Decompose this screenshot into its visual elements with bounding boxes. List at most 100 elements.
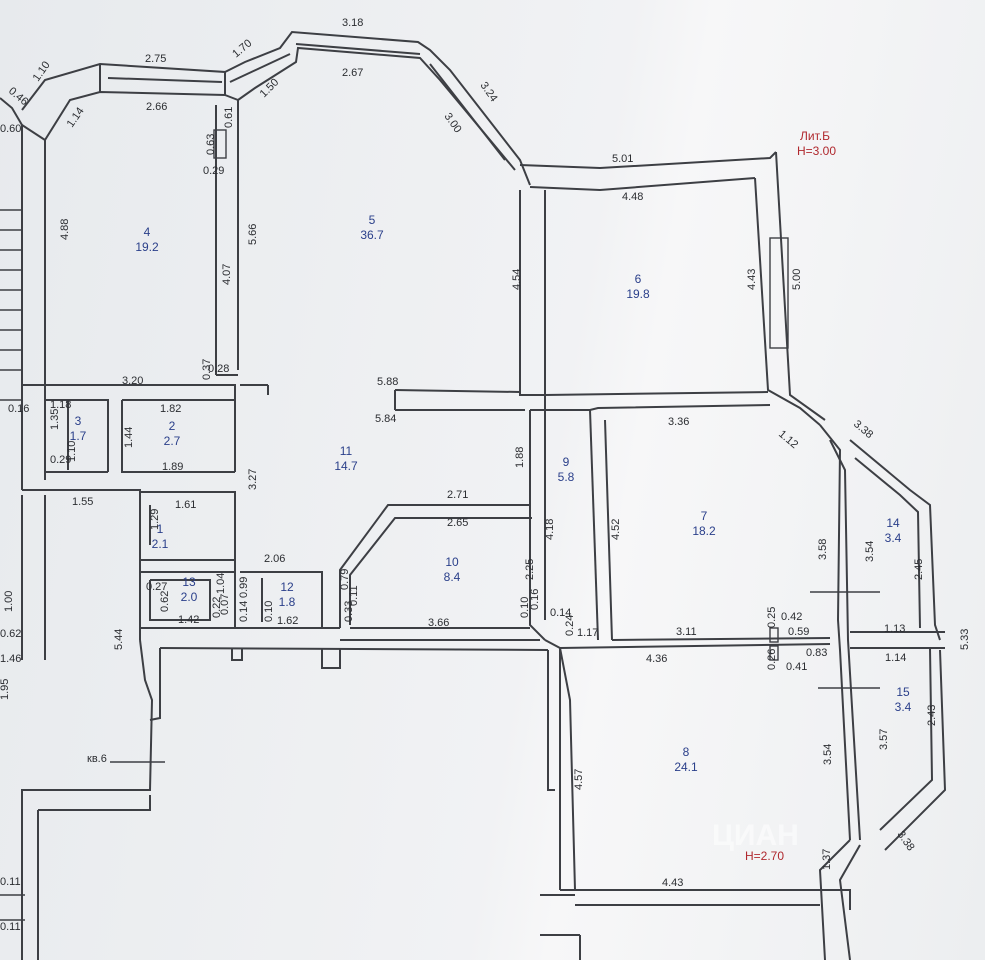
dimension: 1.10	[66, 441, 78, 462]
dimension: 0.37	[201, 359, 213, 380]
dimension: 2.25	[524, 559, 536, 580]
dimension: 3.54	[822, 744, 834, 765]
dimension: 0.33	[343, 601, 355, 622]
dimension: 0.11	[0, 876, 21, 888]
dimension: 1.82	[160, 403, 181, 415]
dimension: 1.70	[230, 37, 254, 60]
dimension: 0.62	[0, 628, 21, 640]
dimension: 0.27	[146, 581, 167, 593]
room-7-area: 18.2	[692, 524, 716, 538]
ceiling-height: H=3.00	[797, 144, 836, 158]
dimension-labels: 0.46 1.10 2.75 1.70 3.18 2.67 3.24 1.50 …	[0, 17, 971, 933]
dimension: 1.46	[0, 653, 21, 665]
dimension: 1.14	[65, 105, 87, 129]
building-letter: Лит.Б	[800, 129, 830, 143]
dimension: 1.42	[178, 614, 199, 626]
dimension: 2.06	[264, 553, 285, 565]
room-5-area: 36.7	[360, 228, 384, 242]
dimension: 5.44	[113, 629, 125, 650]
dimension: 4.43	[662, 877, 683, 889]
dimension: 3.66	[428, 617, 449, 629]
room-labels: 1 2.1 2 2.7 3 1.7 4 19.2 5 36.7 6 19.8 7…	[70, 213, 912, 774]
room-9-area: 5.8	[558, 470, 575, 484]
dimension: 0.16	[529, 589, 541, 610]
room-8-area: 24.1	[674, 760, 698, 774]
dimension: 2.71	[447, 489, 468, 501]
dimension: 1.18	[50, 399, 71, 411]
room-8-number: 8	[683, 745, 690, 759]
watermark-logo: ЦИАН	[712, 819, 799, 852]
room-6-area: 19.8	[626, 287, 650, 301]
room-11-area: 14.7	[334, 459, 358, 473]
dimension: 3.58	[817, 539, 829, 560]
room-4-number: 4	[144, 225, 151, 239]
dimension: 1.62	[277, 615, 298, 627]
room-4-area: 19.2	[135, 240, 159, 254]
room-15-area: 3.4	[895, 700, 912, 714]
dimension: 5.01	[612, 153, 633, 165]
dimension: 0.29	[203, 165, 224, 177]
dimension: 2.66	[146, 101, 167, 113]
dimension: 0.16	[8, 403, 29, 415]
dimension: 1.13	[884, 623, 905, 635]
dimension: 5.33	[959, 629, 971, 650]
dimension: 3.36	[668, 416, 689, 428]
dimension: 4.18	[544, 519, 556, 540]
dimension: 3.54	[864, 541, 876, 562]
room-3-number: 3	[75, 414, 82, 428]
room-9-number: 9	[563, 455, 570, 469]
dimension: 5.88	[377, 376, 398, 388]
room-2-area: 2.7	[164, 434, 181, 448]
dimension: 1.50	[258, 76, 282, 100]
dimension: 1.55	[72, 496, 93, 508]
dimension: 1.37	[821, 849, 833, 870]
room-10-area: 8.4	[444, 570, 461, 584]
dimension: 2.75	[145, 53, 166, 65]
room-6-number: 6	[635, 272, 642, 286]
room-10-number: 10	[445, 555, 459, 569]
dimension: 0.63	[205, 134, 217, 155]
dimension: 1.12	[776, 428, 800, 451]
dimension: 1.35	[49, 409, 61, 430]
room-1-area: 2.1	[152, 537, 169, 551]
dimension: 0.14	[550, 607, 571, 619]
room-5-number: 5	[369, 213, 376, 227]
dimension: 4.57	[573, 769, 585, 790]
dimension: 0.83	[806, 647, 827, 659]
dimension: 2.45	[913, 559, 925, 580]
dimension: 0.29	[50, 454, 71, 466]
dimension: 1.29	[149, 509, 161, 530]
room-7-number: 7	[701, 509, 708, 523]
room-2-number: 2	[169, 419, 176, 433]
dimension: 0.62	[159, 591, 171, 612]
dimension: 0.79	[339, 569, 351, 590]
dimension: 1.04	[215, 573, 227, 594]
room-3-area: 1.7	[70, 429, 87, 443]
dimension: 0.60	[0, 123, 21, 135]
dimension: 4.88	[59, 219, 71, 240]
room-11-number: 11	[340, 444, 353, 458]
room-15-number: 15	[896, 685, 910, 699]
dimension: 1.00	[3, 591, 15, 612]
dimension: 4.36	[646, 653, 667, 665]
dimension: 4.48	[622, 191, 643, 203]
apartment-label: кв.6	[87, 753, 107, 765]
room-13-area: 2.0	[181, 590, 198, 604]
dimension: 3.18	[342, 17, 363, 29]
dimension: 0.11	[0, 921, 21, 933]
dimension: 0.14	[238, 601, 250, 622]
dimension: 4.43	[746, 269, 758, 290]
dimension: 3.24	[478, 80, 500, 104]
dimension: 0.99	[238, 577, 250, 598]
dimension: 3.38	[851, 418, 875, 441]
room-14-area: 3.4	[885, 531, 902, 545]
room-13-number: 13	[182, 575, 196, 589]
room-12-area: 1.8	[279, 595, 296, 609]
dimension: 0.28	[208, 363, 229, 375]
dimension: 0.07	[219, 594, 231, 615]
dimension: 0.10	[519, 597, 531, 618]
dimension: 0.25	[766, 607, 778, 628]
dimension: 0.61	[223, 107, 235, 128]
dimension: 1.88	[514, 447, 526, 468]
